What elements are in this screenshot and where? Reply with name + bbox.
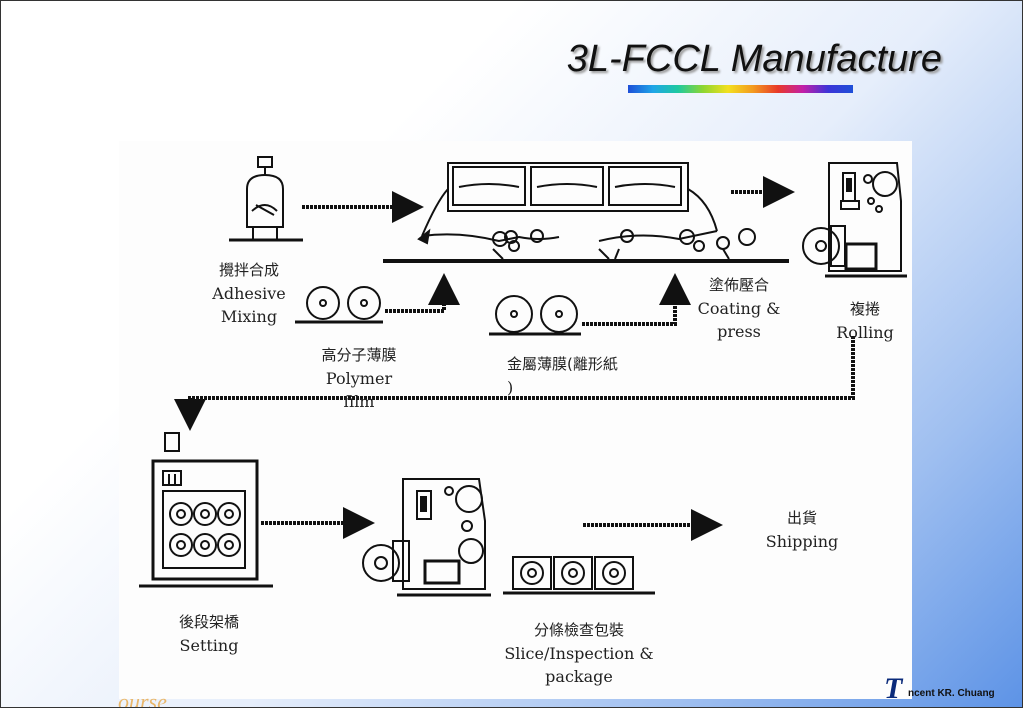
metal-label-cjk: 金屬薄膜(離形紙 [507,355,618,373]
coating-label-cjk: 塗佈壓合 [708,276,769,294]
rolling-label-en1: Rolling [836,323,894,342]
polymer-label-en2: film [343,392,375,411]
metal-foil-rolls-icon [489,295,581,336]
mixing-label-en2: Mixing [220,307,278,326]
mixing-tank-icon [229,156,303,242]
slice-label-en2: package [545,667,613,686]
polymer-label-cjk: 高分子薄膜 [321,346,397,364]
metal-label-en1: ) [507,378,514,397]
mixing-label-cjk: 攪拌合成 [218,261,279,279]
arrow-rolling-to-setting [174,336,855,431]
shipping-label: 出貨 Shipping [747,507,857,553]
shipping-label-cjk: 出貨 [786,509,817,527]
shipping-label-en1: Shipping [765,532,839,551]
process-drawing [139,156,907,597]
rolling-label: 複捲 Rolling [819,298,911,344]
polymer-label-en1: Polymer [325,369,393,388]
polymer-film-rolls-icon [295,286,383,324]
arrow-metal-to-coating [582,273,691,326]
rolling-label-cjk: 複捲 [849,300,880,318]
rolling-machine-icon [802,162,907,278]
process-diagram: 攪拌合成 Adhesive Mixing 塗佈壓合 Coating & pres… [119,141,912,699]
metal-label: 金屬薄膜(離形紙 ) [507,353,618,399]
setting-label: 後段架橋 Setting [159,611,259,657]
arrow-polymer-to-coating [385,273,460,313]
slide-title: 3L-FCCL Manufacture [566,38,942,80]
coating-label-en2: press [717,322,761,341]
slice-label-en1: Slice/Inspection & [504,644,654,663]
setting-label-en1: Setting [179,636,239,655]
coating-label-en1: Coating & [697,299,781,318]
slice-label-cjk: 分條檢查包裝 [533,621,624,639]
packaged-rolls-icon [503,556,655,595]
setting-label-cjk: 後段架橋 [178,613,239,631]
setting-oven-icon [139,432,273,588]
coating-label: 塗佈壓合 Coating & press [681,274,797,343]
footer-course-text: ourse [118,689,167,708]
mixing-label: 攪拌合成 Adhesive Mixing [189,259,309,328]
polymer-label: 高分子薄膜 Polymer film [299,344,419,413]
logo-t-icon: T [884,672,903,705]
slicing-machine-icon [362,478,491,597]
coating-machine-icon [383,162,789,263]
title-underline [628,85,853,93]
mixing-label-en1: Adhesive [212,284,286,303]
slice-label: 分條檢查包裝 Slice/Inspection & package [469,619,689,688]
author-name: ncent KR. Chuang [908,688,995,699]
